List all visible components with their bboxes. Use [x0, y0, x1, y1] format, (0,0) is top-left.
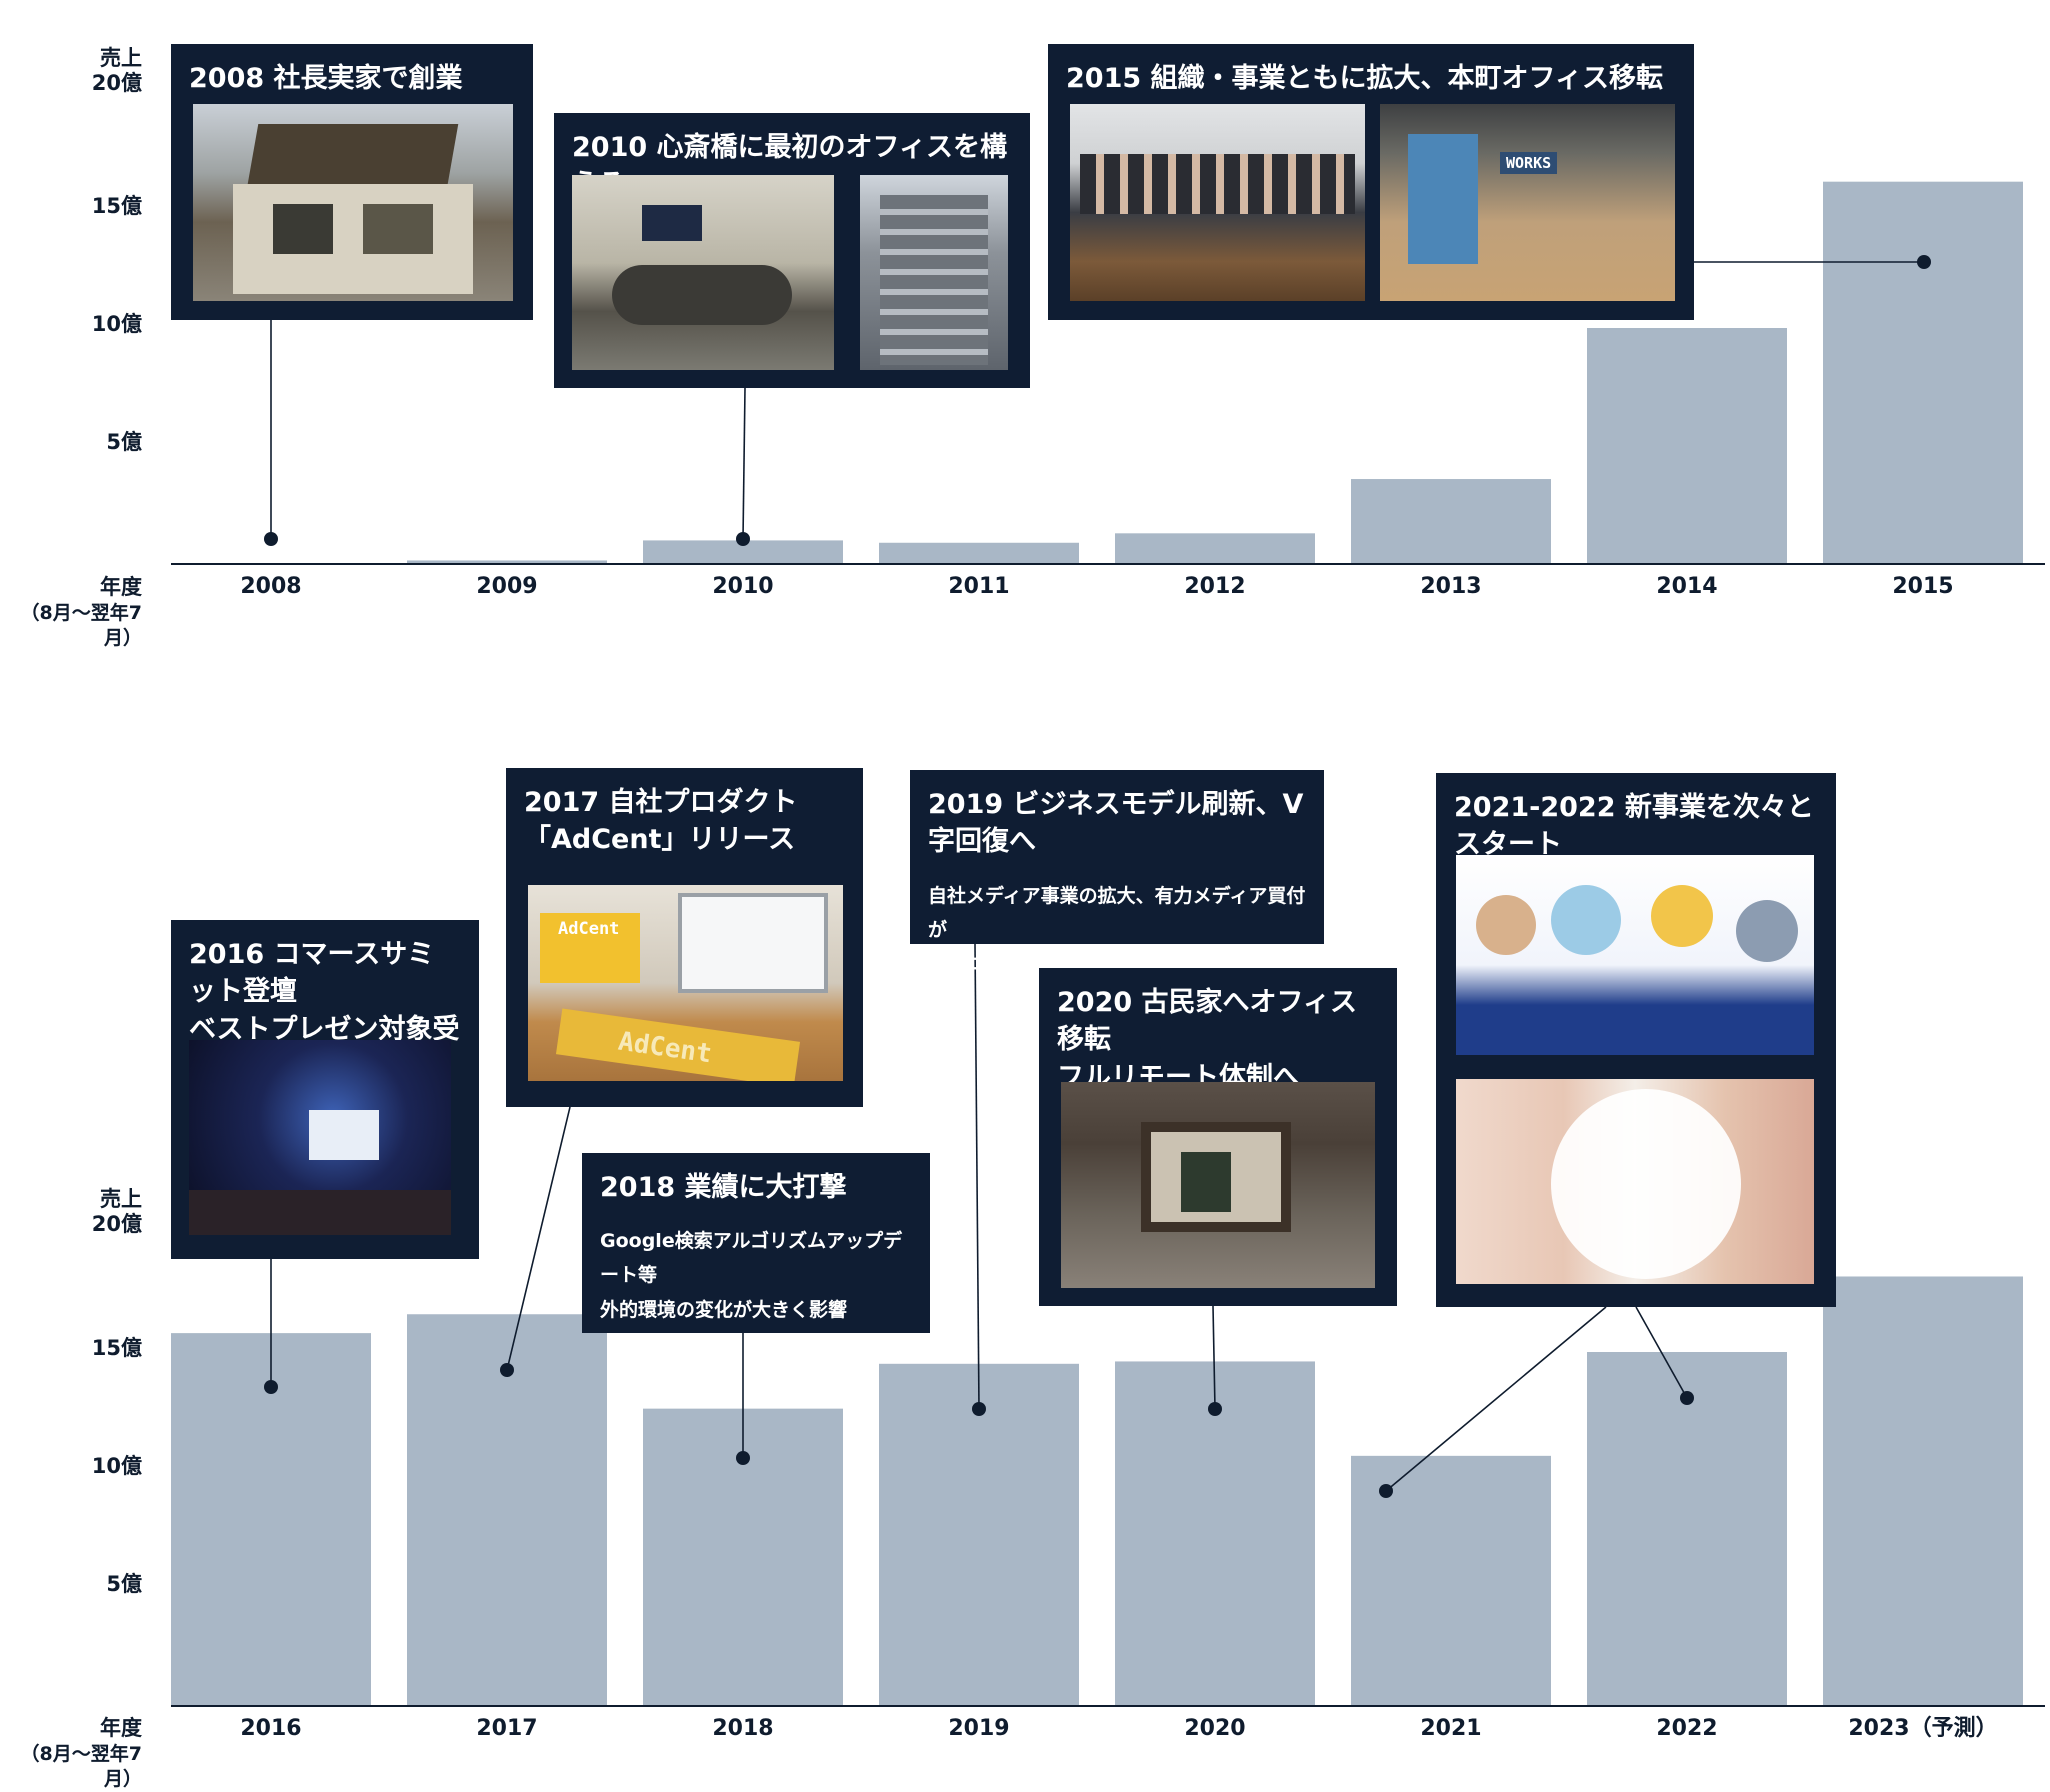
works-sign: WORKS: [1500, 152, 1558, 174]
milestone-dot: [1379, 1484, 1393, 1498]
y-tick-label: 15億: [91, 1336, 142, 1360]
angelilie-banner: [1456, 1079, 1814, 1284]
milestone-title: 2008 社長実家で創業: [189, 63, 463, 94]
x-tick-label: 2013: [1420, 574, 1482, 599]
bar-2012: [1115, 533, 1315, 564]
milestone-title: 2018 業績に大打撃: [600, 1172, 847, 1203]
x-tick-label: 2018: [712, 1716, 774, 1741]
callout-connector: [506, 1106, 571, 1371]
x-tick-label: 2015: [1892, 574, 1954, 599]
x-tick-label: 2017: [476, 1716, 538, 1741]
milestone-dot: [264, 532, 278, 546]
milestone-2016-callout: 2016 コマースサミット登壇 ベストプレゼン対象受賞: [171, 920, 479, 1259]
milestone-2019-callout: 2019 ビジネスモデル刷新、V字回復へ 自社メディア事業の拡大、有力メディア買…: [910, 770, 1324, 975]
bar-2019: [879, 1363, 1079, 1706]
bar-2020: [1115, 1361, 1315, 1706]
callout-connector: [1635, 1306, 1688, 1399]
callout-connector: [1212, 1305, 1216, 1410]
milestone-2017-callout: 2017 自社プロダクト 「AdCent」リリース AdCent AdCent: [506, 768, 863, 1107]
milestone-2010-callout: 2010 心斎橋に最初のオフィスを構える: [554, 113, 1030, 388]
x-tick-label: 2014: [1656, 574, 1718, 599]
milestone-dot: [972, 1402, 986, 1416]
milestone-title: 2019 ビジネスモデル刷新、V字回復へ: [928, 789, 1304, 858]
bar-2016: [171, 1333, 371, 1706]
milestone-dot: [736, 532, 750, 546]
milestone-2018-callout: 2018 業績に大打撃 Google検索アルゴリズムアップデート等 外的環境の変…: [582, 1153, 930, 1333]
callout-connector: [742, 387, 746, 540]
bar-2013: [1351, 479, 1551, 564]
team-group-photo: [1070, 104, 1365, 301]
rohto-collaboration-banner: [1456, 855, 1814, 1055]
adcent-product-photo: AdCent AdCent: [528, 885, 843, 1081]
x-tick-label: 2009: [476, 574, 538, 599]
milestone-dot: [500, 1363, 514, 1377]
adcent-logo-text: AdCent: [558, 919, 620, 939]
bar-2014: [1587, 328, 1787, 564]
y-tick-label: 10億: [91, 312, 142, 336]
bar-2011: [879, 542, 1079, 564]
milestone-dot: [1680, 1391, 1694, 1405]
kominka-office-photo: [1061, 1082, 1375, 1288]
bar-2015: [1823, 181, 2023, 564]
bar-2022: [1587, 1352, 1787, 1706]
x-tick-label: 2012: [1184, 574, 1246, 599]
milestone-dot: [736, 1451, 750, 1465]
honmachi-office-photo: WORKS: [1380, 104, 1675, 301]
milestone-dot: [1917, 255, 1931, 269]
callout-connector: [974, 943, 980, 1410]
callout-connector: [1385, 1306, 1607, 1492]
x-tick-label: 2022: [1656, 1716, 1718, 1741]
x-tick-label: 2010: [712, 574, 774, 599]
x-tick-label: 2021: [1420, 1716, 1482, 1741]
x-tick-label: 2023（予測）: [1848, 1716, 1998, 1741]
milestone-dot: [1208, 1402, 1222, 1416]
y-tick-label: 5億: [106, 430, 142, 454]
office-building-photo: [860, 175, 1008, 370]
first-office-meeting-photo: [572, 175, 834, 370]
bar-2017: [407, 1314, 607, 1706]
x-axis-title: 年度（8月〜翌年7月）: [20, 1716, 142, 1791]
bar-2010: [643, 540, 843, 564]
milestone-2021-2022-callout: 2021-2022 新事業を次々とスタート: [1436, 773, 1836, 1307]
milestone-title: 2021-2022 新事業を次々とスタート: [1454, 792, 1814, 861]
x-tick-label: 2008: [240, 574, 302, 599]
bar-2023（予測）: [1823, 1276, 2023, 1706]
y-tick-label: 5億: [106, 1572, 142, 1596]
milestone-description: Google検索アルゴリズムアップデート等 外的環境の変化が大きく影響: [600, 1230, 903, 1321]
y-tick-label: 15億: [91, 194, 142, 218]
milestone-2008-callout: 2008 社長実家で創業: [171, 44, 533, 320]
y-tick-label: 10億: [91, 1454, 142, 1478]
x-axis-title: 年度（8月〜翌年7月）: [20, 575, 142, 650]
milestone-title: 2020 古民家へオフィス移転 フルリモート体制へ: [1057, 987, 1358, 1093]
milestone-2020-callout: 2020 古民家へオフィス移転 フルリモート体制へ: [1039, 968, 1397, 1306]
milestone-description: 自社メディア事業の拡大、有力メディア買付が ターニングポイントに: [928, 884, 1306, 975]
milestone-title: 2015 組織・事業ともに拡大、本町オフィス移転: [1066, 63, 1664, 94]
milestone-dot: [264, 1380, 278, 1394]
family-house-photo: [193, 104, 513, 301]
bar-2009: [407, 560, 607, 564]
x-tick-label: 2019: [948, 1716, 1010, 1741]
x-tick-label: 2020: [1184, 1716, 1246, 1741]
summit-stage-photo: [189, 1040, 451, 1235]
x-tick-label: 2016: [240, 1716, 302, 1741]
milestone-2015-callout: 2015 組織・事業ともに拡大、本町オフィス移転 WORKS: [1048, 44, 1694, 320]
milestone-title: 2017 自社プロダクト 「AdCent」リリース: [524, 787, 798, 856]
milestone-title: 2016 コマースサミット登壇 ベストプレゼン対象受賞: [189, 939, 460, 1082]
x-tick-label: 2011: [948, 574, 1010, 599]
